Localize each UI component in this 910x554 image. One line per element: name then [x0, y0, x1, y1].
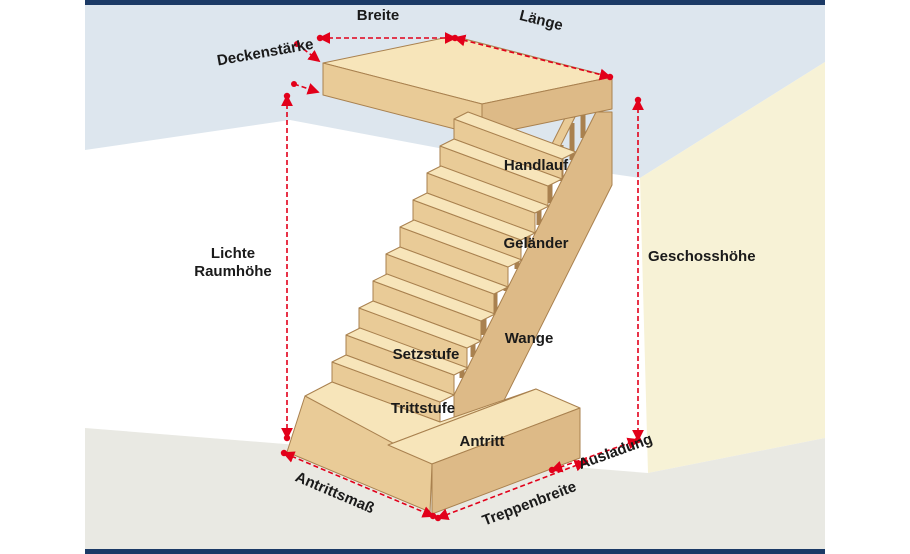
dim-dot — [548, 466, 556, 474]
label-breite: Breite — [357, 7, 400, 24]
label-geschosshoehe: Geschosshöhe — [648, 248, 756, 265]
dimension-lines-group — [281, 32, 644, 520]
tread — [331, 354, 455, 403]
label-lichte-raumhoehe-line2: Raumhöhe — [194, 263, 272, 280]
tread — [345, 327, 469, 376]
dim-laenge-line — [453, 34, 612, 81]
tread — [358, 300, 482, 349]
label-antritt: Antritt — [460, 433, 505, 450]
dim-dot — [316, 34, 324, 42]
frame-bottom-bar — [85, 549, 825, 554]
dim-dot — [434, 514, 442, 522]
dim-dot — [451, 34, 459, 42]
stringer-wange-board — [453, 111, 613, 501]
label-setzstufe: Setzstufe — [393, 346, 460, 363]
tread — [439, 138, 563, 187]
tread — [426, 165, 550, 214]
tread — [412, 192, 536, 241]
tread — [385, 246, 509, 295]
dim-dot — [429, 512, 437, 520]
dim-ausladung-line — [550, 437, 640, 473]
dim-antrittsmass-line — [282, 451, 435, 518]
dim-dot — [606, 73, 614, 81]
wall-right — [640, 62, 825, 473]
label-gelaender: Geländer — [503, 235, 568, 252]
tread — [453, 111, 577, 160]
frame-top-bar — [85, 0, 825, 5]
tread — [372, 273, 496, 322]
dim-dot — [291, 81, 297, 87]
dim-dot — [280, 449, 288, 457]
tread — [399, 219, 523, 268]
dim-dot — [294, 41, 300, 47]
treads-group — [331, 111, 577, 403]
label-handlauf: Handlauf — [504, 157, 569, 174]
dim-deckenstaerke-arrow-top — [296, 43, 321, 63]
label-lichte-raumhoehe-line1: Lichte — [211, 245, 255, 262]
dim-dot — [634, 436, 642, 444]
dim-deckenstaerke-arrow-bottom — [293, 83, 320, 95]
dim-dot — [283, 434, 291, 442]
dim-dot — [581, 458, 589, 466]
dimension-dots-group — [280, 34, 642, 522]
label-trittstufe: Trittstufe — [391, 400, 455, 417]
label-wange: Wange — [505, 330, 554, 347]
dim-dot — [634, 96, 642, 104]
dim-dot — [283, 92, 291, 100]
